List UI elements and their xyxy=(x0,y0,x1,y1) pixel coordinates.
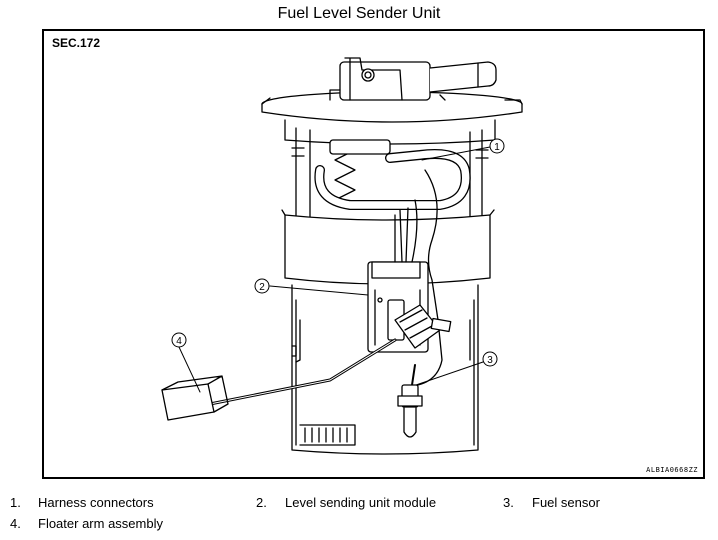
harness-wires xyxy=(394,169,443,386)
callout-3-label: 3 xyxy=(487,355,493,366)
callout-3: 3 xyxy=(482,351,498,367)
legend-label: Floater arm assembly xyxy=(38,516,163,531)
diagram-title: Fuel Level Sender Unit xyxy=(277,5,441,22)
top-flange xyxy=(261,57,523,123)
fuel-sensor xyxy=(397,364,423,438)
legend-label: Harness connectors xyxy=(38,495,154,510)
leader-lines xyxy=(178,146,491,393)
callout-1: 1 xyxy=(489,138,505,154)
legend-label: Level sending unit module xyxy=(285,495,437,510)
legend-label: Fuel sensor xyxy=(532,495,600,510)
section-label: SEC.172 xyxy=(52,36,101,50)
callout-1-label: 1 xyxy=(494,142,500,153)
floater-arm xyxy=(161,338,397,421)
callout-2-label: 2 xyxy=(259,282,265,293)
pump-upper-body xyxy=(284,119,496,219)
legend-num: 1. xyxy=(10,495,21,510)
callout-2: 2 xyxy=(254,278,270,294)
legend-num: 3. xyxy=(503,495,514,510)
harness-connector xyxy=(394,304,452,349)
legend-num: 4. xyxy=(10,516,21,531)
diagram-frame: SEC.172 ALBIA0668ZZ xyxy=(42,29,705,479)
callout-4: 4 xyxy=(171,332,187,348)
figure-code: ALBIA0668ZZ xyxy=(646,466,698,474)
legend-num: 2. xyxy=(256,495,267,510)
reservoir-cup xyxy=(281,209,495,455)
callout-4-label: 4 xyxy=(176,336,182,347)
